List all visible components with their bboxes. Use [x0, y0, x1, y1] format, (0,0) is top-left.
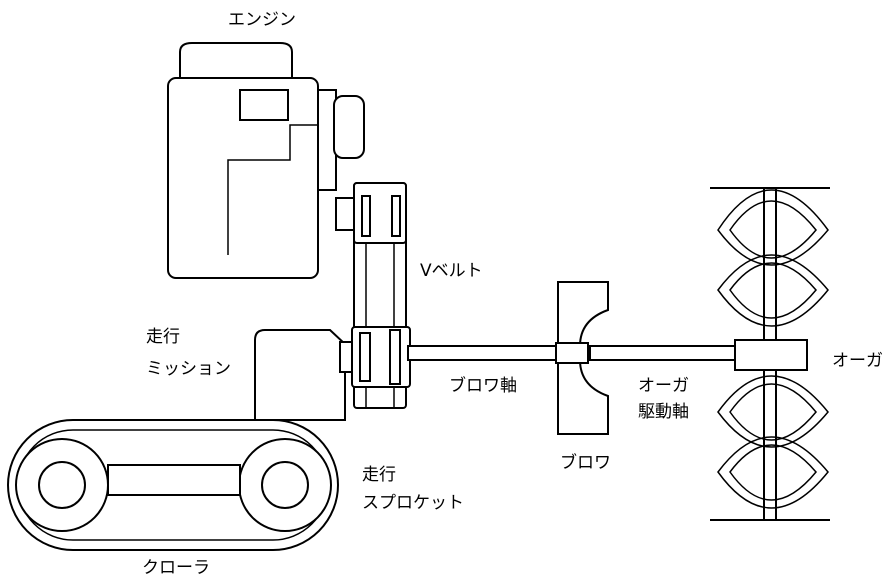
lower-pulley: [351, 326, 411, 388]
blower: [555, 281, 609, 435]
travel-sprocket-label-1: 走行: [362, 465, 396, 485]
crawler: [7, 419, 339, 551]
auger-drive-shaft-label-2: 駆動軸: [638, 402, 689, 422]
travel-mission: [254, 329, 355, 421]
upper-pulley: [353, 182, 407, 244]
blower-shaft: [407, 345, 559, 361]
auger: [710, 187, 830, 521]
travel-mission-label-1: 走行: [146, 327, 180, 347]
auger-drive-shaft: [589, 345, 736, 361]
engine: [167, 42, 365, 279]
auger-drive-shaft-label-1: オーガ: [638, 376, 689, 396]
travel-sprocket-label-2: スプロケット: [362, 493, 464, 513]
blower-shaft-label: ブロワ軸: [449, 375, 517, 396]
blower-label: ブロワ: [560, 452, 611, 473]
travel-mission-label-2: ミッション: [146, 359, 231, 379]
engine-label: エンジン: [228, 10, 296, 30]
v-belt-label: Vベルト: [420, 261, 483, 281]
crawler-label: クローラ: [142, 558, 210, 576]
auger-label: オーガ: [832, 351, 883, 371]
